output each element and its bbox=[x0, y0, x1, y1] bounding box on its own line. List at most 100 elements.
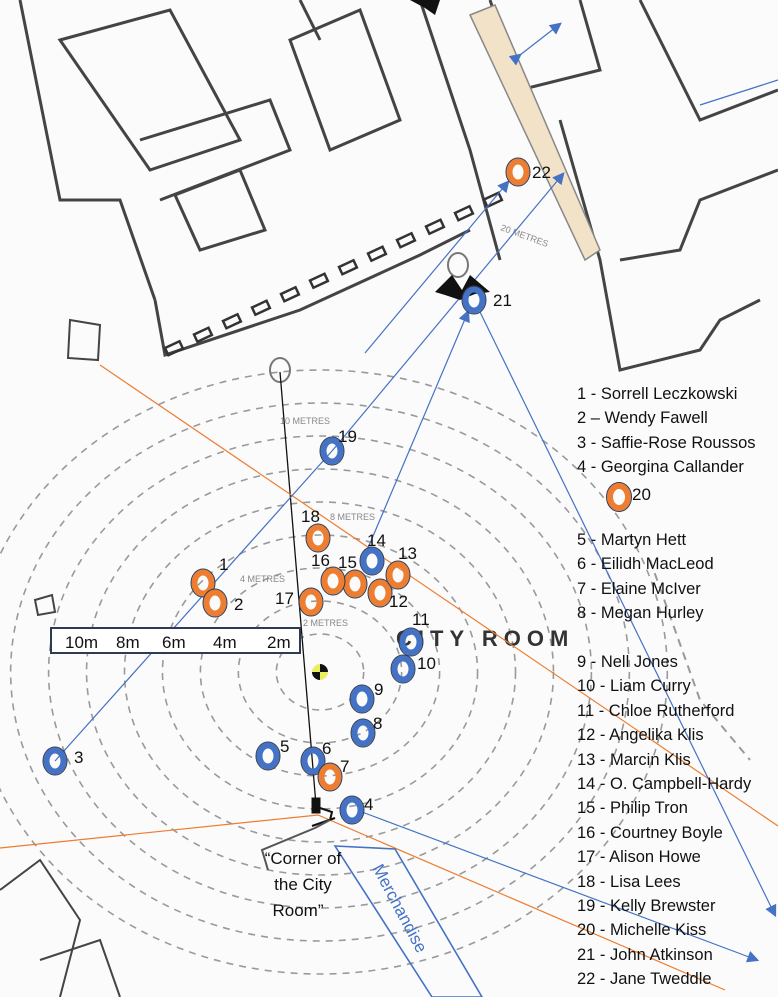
marker-outline bbox=[390, 654, 416, 684]
legend-item: 22 - Jane Tweddle bbox=[577, 970, 712, 989]
marker-outline bbox=[319, 436, 345, 466]
legend-item: 18 - Lisa Lees bbox=[577, 872, 681, 891]
legend-item: 12 - Angelika Klis bbox=[577, 726, 704, 745]
legend-item: 6 - Eilidh MacLeod bbox=[577, 555, 714, 574]
blue-arrow-4-right bbox=[361, 811, 760, 963]
marker-ring bbox=[343, 570, 367, 598]
marker-5: 5 bbox=[255, 737, 289, 771]
distance-ring bbox=[85, 468, 555, 876]
blue-line-right bbox=[699, 79, 778, 106]
ring-label-10m: 10 METRES bbox=[280, 416, 330, 426]
marker-number: 12 bbox=[389, 592, 408, 611]
ring-label-4m: 4 METRES bbox=[240, 574, 285, 584]
legend-key-marker: 20 bbox=[606, 482, 651, 512]
marker-number: 21 bbox=[493, 291, 512, 310]
marker-number: 8 bbox=[373, 714, 382, 733]
marker-outline bbox=[461, 285, 487, 315]
distance-ring bbox=[0, 369, 668, 975]
merchandise-label: Merchandise bbox=[368, 861, 430, 956]
orange-line-lower bbox=[0, 814, 726, 991]
marker-outline bbox=[367, 578, 393, 608]
legend-item: 16 - Courtney Boyle bbox=[577, 823, 723, 842]
city-room-label: CITY ROOM bbox=[396, 626, 574, 651]
sightline-black bbox=[279, 371, 317, 806]
marker-number: 2 bbox=[234, 595, 243, 614]
marker-ring bbox=[351, 719, 375, 747]
marker-ring bbox=[391, 655, 415, 683]
marker-outline bbox=[298, 587, 324, 617]
marker-number: 4 bbox=[364, 795, 373, 814]
corner-note-line-1: “Corner of bbox=[265, 849, 342, 868]
marker-2: 2 bbox=[202, 588, 243, 618]
window-row bbox=[163, 191, 504, 357]
legend-item: 13 - Marcin Klis bbox=[577, 750, 691, 769]
window bbox=[308, 272, 330, 290]
marker-ring bbox=[386, 561, 410, 589]
legend-item: 14 - O. Campbell-Hardy bbox=[577, 774, 752, 793]
ring-label-2m: 2 METRES bbox=[303, 618, 348, 628]
marker-ring bbox=[318, 763, 342, 791]
scale-10m: 10m bbox=[65, 633, 98, 652]
marker-number: 17 bbox=[275, 589, 294, 608]
marker-outline bbox=[300, 746, 326, 776]
marker-outline bbox=[385, 560, 411, 590]
legend-item: 9 - Nell Jones bbox=[577, 653, 678, 671]
legend-item: 8 - Megan Hurley bbox=[577, 604, 704, 623]
legend-item: 15 - Philip Tron bbox=[577, 799, 688, 818]
scale-8m: 8m bbox=[116, 633, 140, 652]
marker-outline bbox=[305, 523, 331, 553]
marker-ring bbox=[506, 158, 530, 186]
marker-number: 14 bbox=[367, 531, 386, 550]
legend-item: 17 - Alison Howe bbox=[577, 848, 701, 867]
marker-13: 13 bbox=[385, 544, 417, 590]
marker-19: 19 bbox=[319, 427, 357, 466]
legend-group-2: 5 - Martyn Hett 6 - Eilidh MacLeod 7 - E… bbox=[577, 528, 714, 626]
marker-ring bbox=[301, 747, 325, 775]
marker-14: 14 bbox=[359, 531, 386, 576]
marker-ring bbox=[320, 437, 344, 465]
marker-number: 10 bbox=[417, 654, 436, 673]
marker-outline bbox=[359, 546, 385, 576]
window bbox=[395, 231, 417, 249]
marker-number: 1 bbox=[219, 555, 228, 574]
window bbox=[453, 204, 475, 222]
marker-22: 22 bbox=[505, 157, 551, 187]
legend-item: 2 – Wendy Fawell bbox=[577, 409, 708, 428]
window bbox=[279, 285, 301, 303]
window bbox=[192, 326, 214, 344]
marker-15: 15 bbox=[338, 553, 368, 599]
ring-label-8m: 8 METRES bbox=[330, 512, 375, 522]
legend-item: 3 - Saffie-Rose Roussos bbox=[577, 433, 756, 452]
marker-12: 12 bbox=[367, 578, 408, 611]
merchandise-area: Merchandise bbox=[333, 845, 483, 997]
blue-arrow-19-up bbox=[331, 172, 565, 452]
distance-ring bbox=[9, 402, 631, 942]
marker-11: 11 bbox=[398, 610, 430, 657]
distance-ring bbox=[275, 633, 365, 711]
marker-ring bbox=[256, 742, 280, 770]
marker-outline bbox=[505, 157, 531, 187]
marker-outline bbox=[339, 795, 365, 825]
window bbox=[250, 299, 272, 317]
orange-line-upper bbox=[99, 364, 778, 827]
blue-arrow-to-22 bbox=[364, 180, 510, 354]
marker-number: 9 bbox=[374, 680, 383, 699]
distance-rings bbox=[0, 369, 668, 975]
legend-item: 20 - Michelle Kiss bbox=[577, 921, 707, 940]
marker-ring bbox=[299, 588, 323, 616]
marker-16: 16 bbox=[311, 551, 346, 596]
marker-6: 6 bbox=[300, 739, 331, 776]
marker-number: 19 bbox=[338, 427, 357, 446]
scale-6m: 6m bbox=[162, 633, 186, 652]
marker-number: 3 bbox=[74, 748, 83, 767]
marker-number: 16 bbox=[311, 551, 330, 570]
distance-ring bbox=[237, 600, 403, 744]
marker-number: 11 bbox=[412, 610, 430, 629]
blue-double-arrow bbox=[508, 22, 562, 66]
legend-item: 4 - Georgina Callander bbox=[577, 458, 744, 477]
legend-item: 21 - John Atkinson bbox=[577, 945, 713, 964]
marker-number: 18 bbox=[301, 507, 320, 526]
